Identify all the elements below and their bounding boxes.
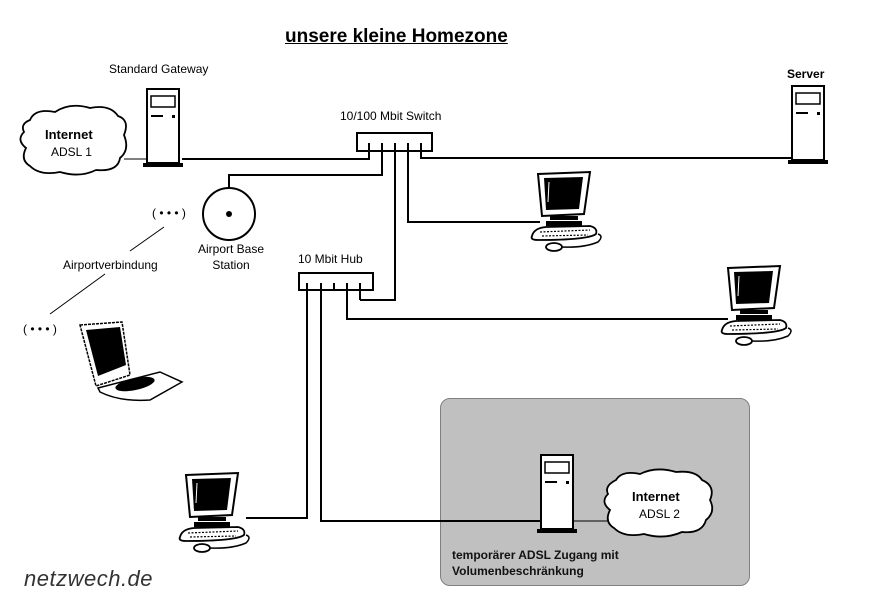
cable-hub-adsl2 bbox=[320, 290, 540, 522]
diagram-title: unsere kleine Homezone bbox=[285, 26, 508, 47]
laptop-icon bbox=[79, 321, 184, 402]
gateway-server-icon bbox=[142, 88, 184, 168]
hub-label: 10 Mbit Hub bbox=[298, 252, 363, 266]
desktop-pc-icon bbox=[530, 171, 602, 252]
adsl2-server-icon bbox=[536, 454, 578, 534]
zone-caption-line2: Volumenbeschränkung bbox=[452, 564, 584, 578]
airport-base-station-icon bbox=[202, 187, 256, 241]
server-label: Server bbox=[787, 67, 825, 81]
switch-icon bbox=[356, 132, 433, 152]
zone-caption: temporärer ADSL Zugang mit Volumenbeschr… bbox=[452, 547, 619, 579]
cable-switch-hub bbox=[360, 148, 396, 301]
wireless-link-line bbox=[49, 273, 106, 315]
hub-icon bbox=[298, 272, 374, 300]
internet-cloud-icon bbox=[603, 468, 714, 538]
zone-caption-line1: temporärer ADSL Zugang mit bbox=[452, 548, 619, 562]
gateway-label: Standard Gateway bbox=[109, 62, 209, 76]
switch-label: 10/100 Mbit Switch bbox=[340, 109, 442, 123]
cable-switch-server bbox=[420, 148, 792, 159]
wireless-signal-icon: ( • • • ) bbox=[152, 206, 186, 220]
internet1-subtitle: ADSL 1 bbox=[51, 145, 92, 159]
desktop-pc-icon bbox=[178, 472, 250, 553]
wireless-link-line bbox=[129, 226, 165, 252]
watermark-logo: netzwech.de bbox=[24, 566, 154, 591]
internet-cloud-icon bbox=[19, 104, 128, 176]
internet1-title: Internet bbox=[45, 127, 93, 142]
wireless-label: Airportverbindung bbox=[63, 258, 158, 272]
desktop-pc-icon bbox=[720, 265, 792, 346]
cable-gateway-switch bbox=[182, 148, 370, 160]
server-icon bbox=[787, 85, 829, 165]
airport-label-line2: Station bbox=[212, 258, 250, 272]
wireless-signal-icon: ( • • • ) bbox=[23, 322, 57, 336]
cable-switch-pc1 bbox=[407, 148, 540, 223]
cable-switch-airport bbox=[228, 148, 383, 191]
internet2-subtitle: ADSL 2 bbox=[639, 507, 680, 521]
airport-label-line1: Airport Base bbox=[197, 242, 265, 256]
cable-hub-pc2 bbox=[346, 290, 728, 320]
internet2-title: Internet bbox=[632, 489, 680, 504]
cable-hub-pc3 bbox=[246, 290, 308, 519]
